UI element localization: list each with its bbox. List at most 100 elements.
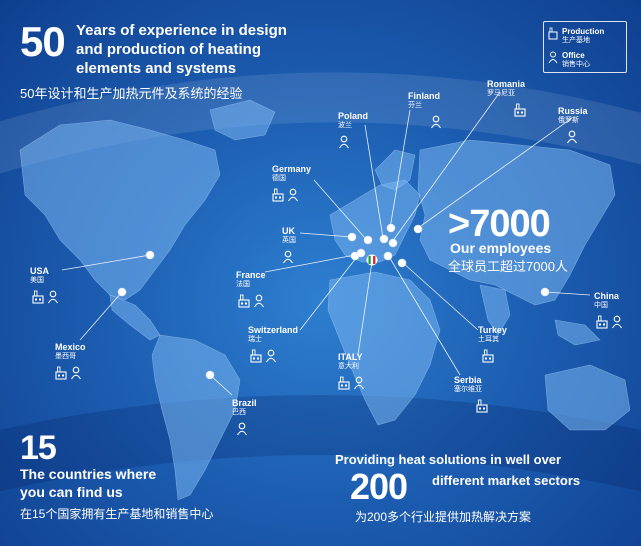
office-icon	[611, 315, 623, 329]
years-line-3: elements and systems	[76, 60, 237, 77]
dot-poland	[379, 234, 389, 244]
connector-switzerland	[299, 252, 361, 331]
location-usa-name: USA	[30, 266, 50, 276]
connector-russia	[417, 117, 573, 229]
continent-central-america	[109, 294, 161, 341]
location-usa: USA 美国	[30, 266, 49, 286]
location-serbia: Serbia 塞尔维亚	[454, 375, 482, 395]
production-icon	[238, 294, 250, 308]
continent-europe	[329, 179, 421, 263]
dot-serbia	[383, 251, 393, 261]
location-france: France 法国	[236, 270, 266, 290]
office-icon	[566, 130, 578, 144]
countries-line-1: The countries where	[20, 466, 157, 482]
continent-south-america	[151, 334, 241, 501]
location-russia-name: Russia	[558, 106, 588, 116]
sectors-zh: 为200多个行业提供加热解决方案	[355, 510, 532, 524]
countries-zh: 在15个国家拥有生产基地和销售中心	[20, 507, 214, 521]
years-zh: 50年设计和生产加热元件及系统的经验	[20, 86, 243, 101]
connector-uk	[299, 232, 353, 238]
legend-office-zh: 销售中心	[562, 61, 590, 68]
sectors-line-1: Providing heat solutions in well over	[335, 452, 562, 467]
location-turkey: Turkey 土耳其	[478, 325, 507, 345]
location-italy-zh: 意大利	[338, 363, 359, 370]
dot-uk	[347, 232, 357, 242]
office-icon	[430, 115, 442, 129]
location-romania-zh: 罗马尼亚	[487, 90, 515, 97]
office-icon	[282, 250, 294, 264]
location-finland-zh: 芬兰	[408, 102, 422, 109]
connector-turkey	[401, 261, 479, 331]
location-switzerland-zh: 瑞士	[248, 336, 262, 343]
location-italy-name: ITALY	[338, 352, 363, 362]
production-icon	[548, 27, 558, 40]
production-icon	[55, 366, 67, 380]
years-number: 50	[20, 18, 66, 65]
location-finland: Finland 芬兰	[408, 91, 440, 111]
location-italy: ITALY 意大利	[338, 352, 363, 372]
connector-brazil	[209, 374, 233, 396]
connector-usa	[61, 254, 151, 271]
location-romania-name: Romania	[487, 79, 526, 89]
continent-australia	[544, 364, 631, 431]
location-brazil-name: Brazil	[232, 398, 257, 408]
location-uk: UK 英国	[282, 226, 296, 246]
dot-brazil	[205, 370, 215, 380]
office-icon	[253, 294, 265, 308]
dot-germany	[363, 235, 373, 245]
dot-usa	[145, 250, 155, 260]
production-icon	[32, 290, 44, 304]
location-germany: Germany 德国	[272, 164, 311, 184]
production-icon	[476, 399, 488, 413]
connector-france	[264, 254, 356, 273]
office-icon	[353, 376, 365, 390]
connector-finland	[389, 109, 411, 229]
office-icon	[265, 349, 277, 363]
location-brazil-zh: 巴西	[232, 409, 246, 416]
location-switzerland-name: Switzerland	[248, 325, 299, 335]
employees-label: Our employees	[450, 240, 552, 256]
office-icon	[287, 188, 299, 202]
location-uk-zh: 英国	[282, 237, 296, 244]
office-icon	[236, 422, 248, 436]
connector-mexico	[79, 291, 123, 341]
location-mexico-name: Mexico	[55, 342, 86, 352]
location-poland-name: Poland	[338, 111, 369, 121]
location-germany-name: Germany	[272, 164, 312, 174]
location-mexico: Mexico 墨西哥	[55, 342, 86, 362]
dot-china	[540, 287, 550, 297]
sectors-number: 200	[350, 466, 408, 507]
connector-italy	[357, 261, 373, 356]
continent-africa	[327, 271, 441, 426]
location-brazil: Brazil 巴西	[232, 398, 257, 418]
continent-asia	[417, 139, 616, 306]
continent-sea-islands	[554, 319, 601, 346]
location-china: China 中国	[594, 291, 619, 311]
connector-china	[544, 291, 591, 296]
dot-mexico	[117, 287, 127, 297]
production-icon	[272, 188, 284, 202]
production-icon	[338, 376, 350, 390]
legend-production: Production 生产基地	[562, 27, 604, 45]
location-usa-zh: 美国	[30, 277, 44, 284]
location-russia: Russia 俄罗斯	[558, 106, 588, 126]
location-turkey-name: Turkey	[478, 325, 507, 335]
connector-germany	[313, 179, 366, 239]
office-icon	[548, 51, 558, 64]
italy-flag-marker	[366, 254, 378, 266]
legend-production-zh: 生产基地	[562, 37, 590, 44]
connector-romania	[391, 91, 501, 243]
years-line-1: Years of experience in design	[76, 22, 287, 39]
legend-office-label: Office	[562, 51, 585, 60]
countries-line-2: you can find us	[20, 484, 123, 500]
dot-turkey	[397, 258, 407, 268]
continent-india	[479, 284, 511, 336]
legend-box: Production 生产基地 Office 销售中心	[543, 21, 627, 73]
location-poland-zh: 波兰	[338, 122, 352, 129]
production-icon	[250, 349, 262, 363]
dot-finland	[386, 223, 396, 233]
location-china-name: China	[594, 291, 620, 301]
location-poland: Poland 波兰	[338, 111, 368, 131]
